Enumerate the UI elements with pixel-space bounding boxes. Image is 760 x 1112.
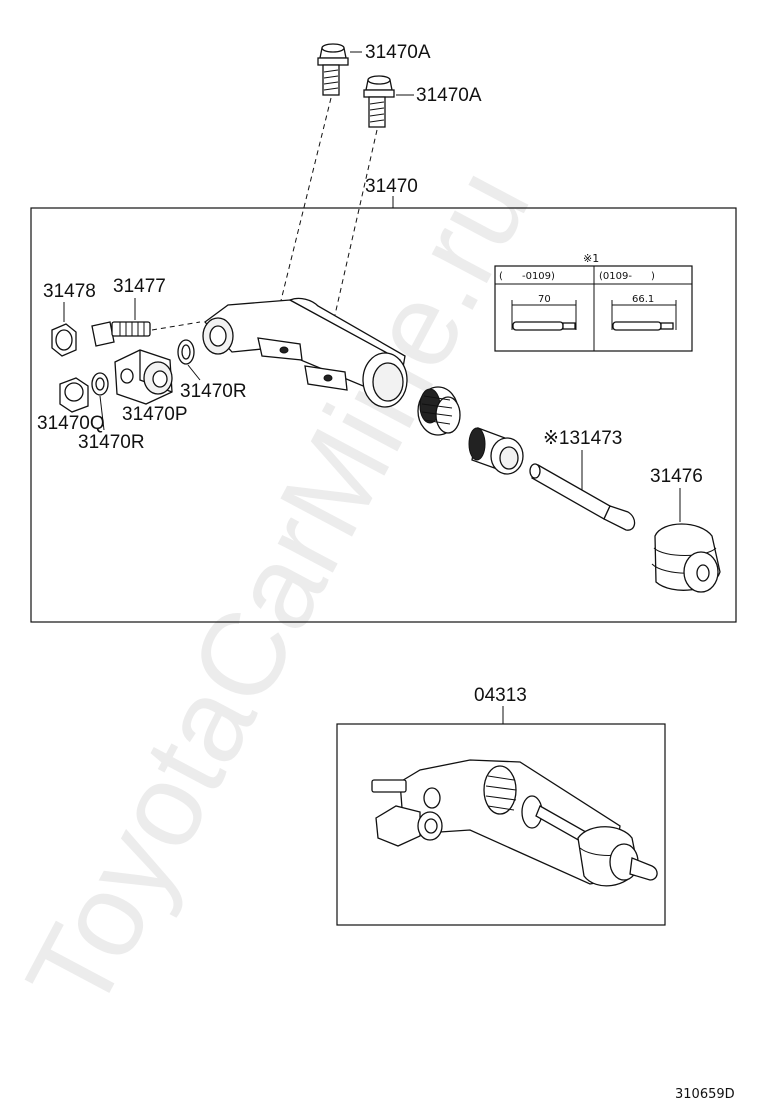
spec-note: ※1 bbox=[583, 252, 599, 265]
spec-col1-value: 70 bbox=[538, 294, 551, 305]
bleeder-plug[interactable] bbox=[91, 321, 151, 347]
spec-col2-value: 66.1 bbox=[632, 294, 654, 305]
spec-col1-header: ( -0109) bbox=[499, 271, 555, 282]
push-rod[interactable] bbox=[529, 463, 636, 531]
spec-table: ※1 ( -0109) (0109- ) 70 66.1 bbox=[494, 252, 693, 352]
bolt-lower[interactable] bbox=[363, 75, 395, 128]
label-kit: 04313 bbox=[474, 685, 527, 706]
assembly-frame bbox=[30, 207, 737, 623]
label-assembly: 31470 bbox=[365, 176, 418, 197]
cap[interactable] bbox=[51, 323, 77, 357]
bolt-upper[interactable] bbox=[317, 43, 349, 96]
gasket-right[interactable] bbox=[177, 339, 195, 365]
label-push-rod: ※131473 bbox=[543, 428, 622, 449]
label-plug: 31470Q bbox=[37, 413, 105, 434]
boot[interactable] bbox=[651, 523, 721, 593]
label-boot: 31476 bbox=[650, 466, 703, 487]
label-union: 31470P bbox=[122, 404, 188, 425]
union-block[interactable] bbox=[114, 349, 173, 405]
plug[interactable] bbox=[59, 377, 89, 413]
diagram-code: 310659D bbox=[675, 1087, 735, 1102]
cylinder-housing[interactable] bbox=[202, 297, 408, 408]
kit-assembly[interactable] bbox=[371, 759, 658, 887]
label-bolt-lower: 31470A bbox=[416, 85, 482, 106]
kit-frame bbox=[336, 723, 666, 926]
spring[interactable] bbox=[417, 386, 461, 436]
label-bolt-upper: 31470A bbox=[365, 42, 431, 63]
label-cap: 31478 bbox=[43, 281, 96, 302]
gasket-left[interactable] bbox=[91, 372, 109, 396]
spec-col2-header: (0109- ) bbox=[599, 271, 655, 282]
label-gasket-left: 31470R bbox=[78, 432, 145, 453]
label-bleeder: 31477 bbox=[113, 276, 166, 297]
label-gasket-right: 31470R bbox=[180, 381, 247, 402]
piston[interactable] bbox=[468, 427, 524, 475]
